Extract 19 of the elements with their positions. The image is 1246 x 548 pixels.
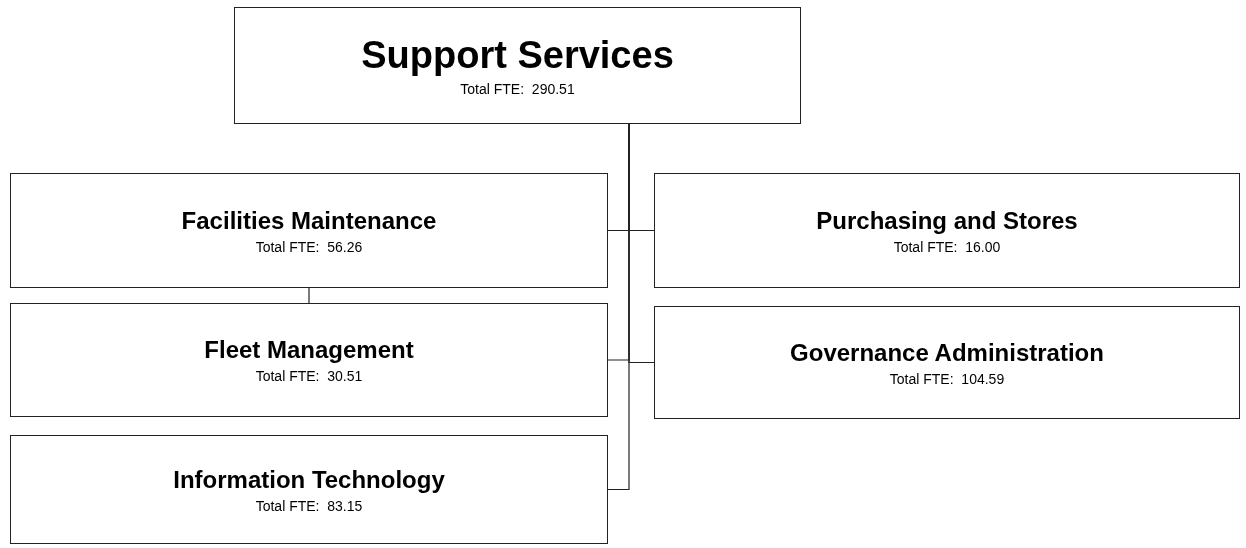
org-unit-box <box>654 173 1240 288</box>
org-unit-box <box>654 306 1240 419</box>
org-unit-box <box>10 173 608 288</box>
fte-total: Total FTE: 104.59 <box>889 370 1005 387</box>
unit-name: Fleet Management <box>204 336 414 364</box>
unit-name: Facilities Maintenance <box>181 206 437 235</box>
org-unit-box <box>10 435 608 544</box>
unit-name: Support Services <box>361 34 674 77</box>
org-unit-box <box>234 7 801 124</box>
unit-name: Governance Administration <box>790 338 1104 367</box>
fte-total: Total FTE: 290.51 <box>460 81 575 97</box>
fte-total: Total FTE: 56.26 <box>255 238 363 255</box>
connector-line <box>308 287 310 304</box>
fte-total: Total FTE: 16.00 <box>893 238 1001 255</box>
fte-total: Total FTE: 83.15 <box>255 497 363 514</box>
fte-total: Total FTE: 30.51 <box>255 368 363 384</box>
unit-name: Purchasing and Stores <box>816 206 1078 235</box>
org-unit-box <box>10 303 608 417</box>
unit-name: Information Technology <box>173 465 445 494</box>
